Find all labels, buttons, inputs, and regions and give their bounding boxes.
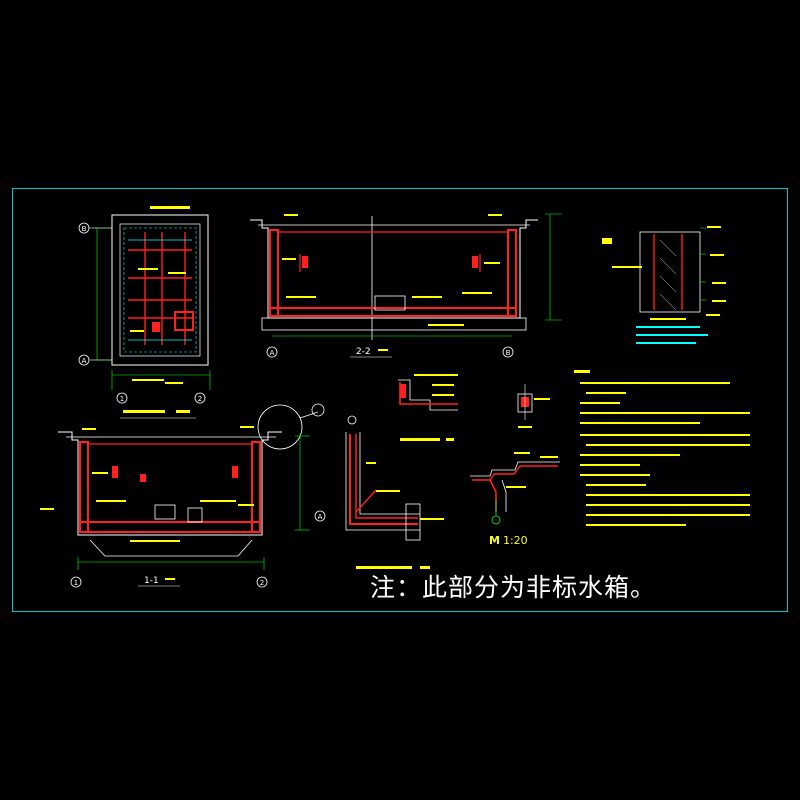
wall-insulation-detail <box>602 226 726 344</box>
tank-section-2-2: A B 2-2 <box>250 213 562 358</box>
section-label: 2-2 <box>356 347 371 357</box>
scale-marker: M <box>489 534 500 547</box>
general-notes <box>574 370 750 526</box>
corner-rebar-detail: A <box>314 415 444 569</box>
pipe-detail <box>517 384 550 428</box>
axis-label: 1 <box>74 579 78 587</box>
axis-label: A <box>82 357 87 365</box>
overflow-pipe-detail <box>470 452 560 525</box>
tank-section-1-1: 1 2 1-1 <box>40 403 325 588</box>
axis-label: B <box>506 349 511 357</box>
axis-label: 2 <box>198 395 202 403</box>
drawing-border <box>12 188 788 612</box>
axis-label: A <box>318 513 323 521</box>
axis-label: B <box>82 225 87 233</box>
section-label: 1-1 <box>144 576 159 586</box>
axis-label: A <box>270 349 275 357</box>
manhole-detail <box>398 374 458 441</box>
tank-plan-view: B A 1 2 <box>78 206 211 419</box>
nonstandard-tank-note: 注：此部分为非标水箱。 <box>370 573 657 602</box>
axis-label: 2 <box>260 579 264 587</box>
scale-value: 1:20 <box>502 534 528 547</box>
axis-label: 1 <box>120 395 124 403</box>
